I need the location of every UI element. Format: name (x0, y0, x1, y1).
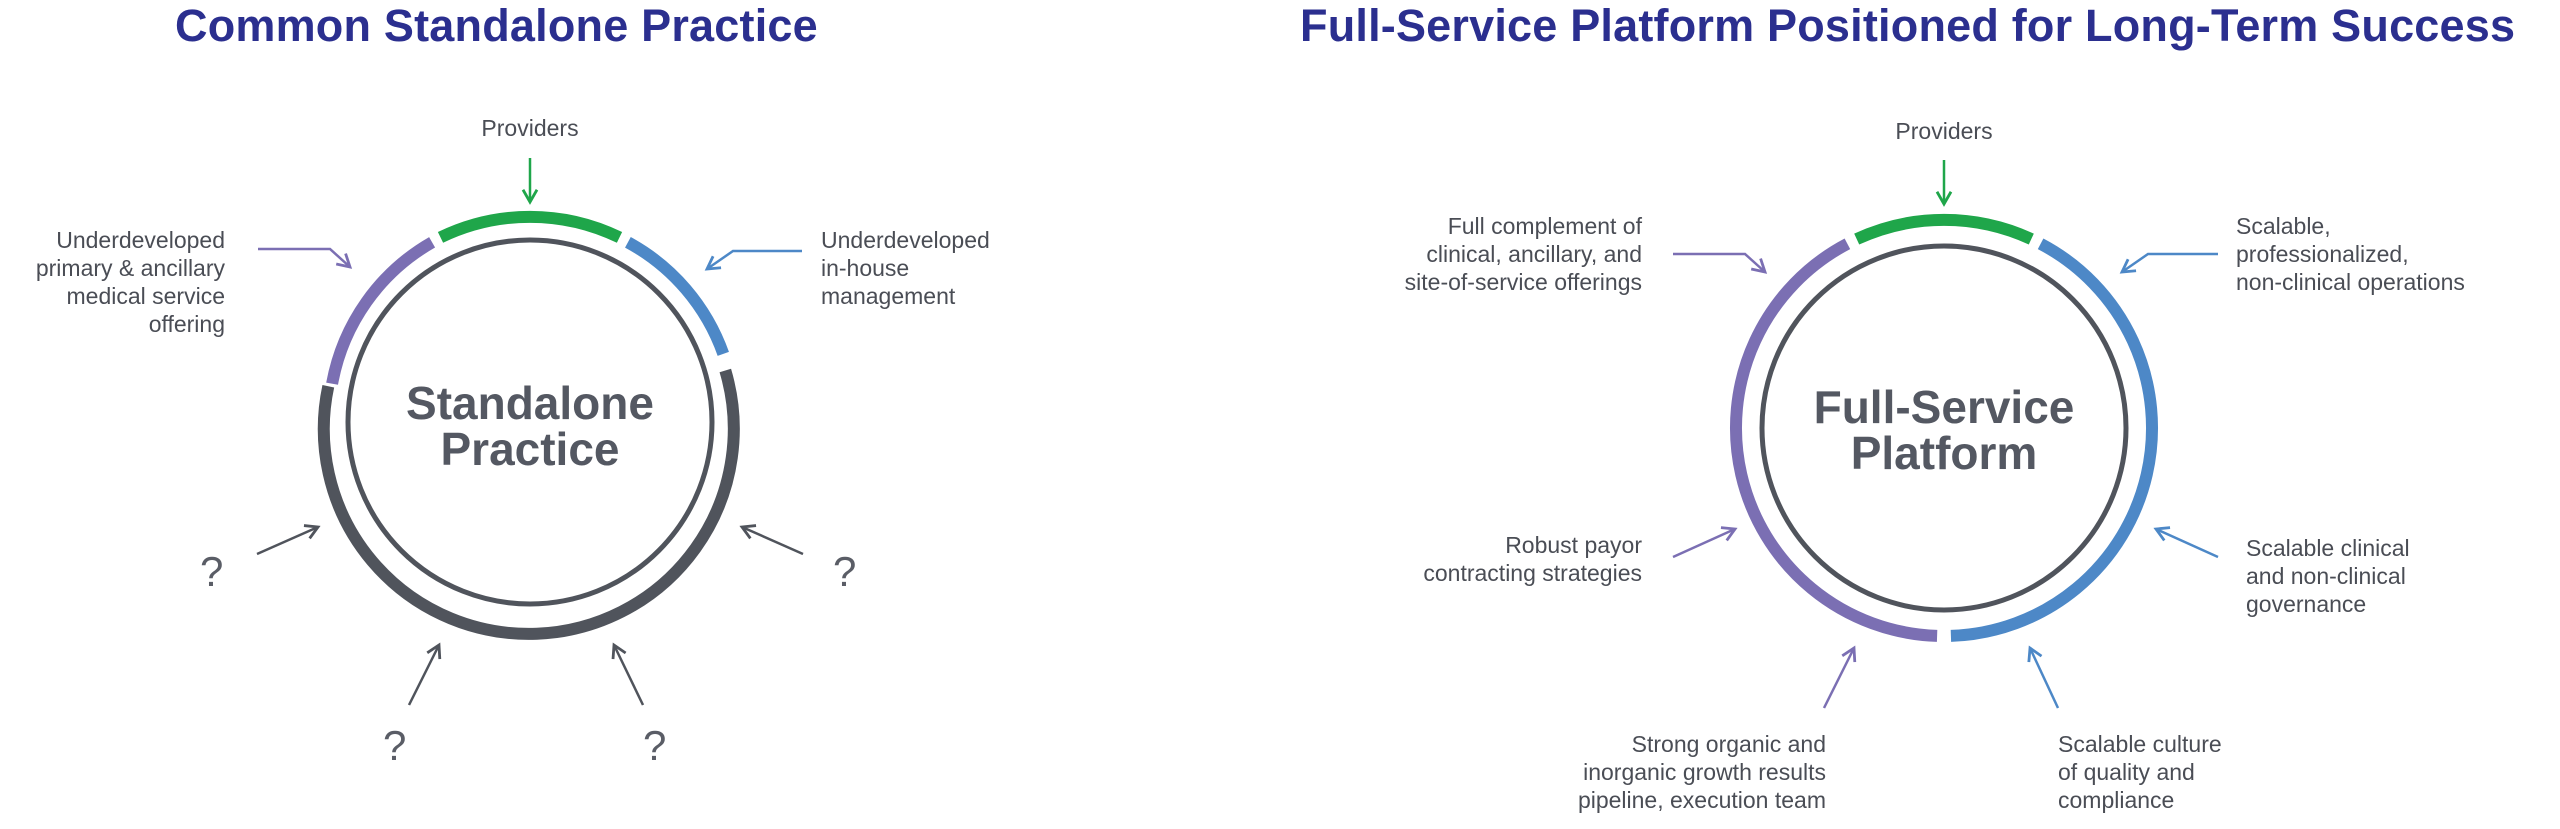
right-inner-circle (1759, 243, 2129, 613)
right-operations-label: Scalable, professionalized, non-clinical… (2236, 213, 2465, 295)
left-unknown-mark-2: ? (833, 548, 857, 595)
left-unknown-mark-3: ? (383, 722, 407, 769)
right-center-label: Full-Service Platform (1813, 381, 2075, 479)
left-management-arrow (704, 249, 802, 271)
right-providers-label: Providers (1895, 118, 1993, 144)
right-ring-arc-offerings (1729, 238, 1938, 642)
left-providers-label: Providers (481, 115, 579, 141)
right-ring-arc-providers (1854, 213, 2034, 245)
right-operations-arrow (2119, 252, 2218, 274)
left-unknown-arrow-4 (611, 642, 645, 706)
right-quality-label: Scalable culture of quality and complian… (2058, 731, 2222, 813)
left-unknown-arrow-3 (407, 642, 442, 706)
right-ring-arc-operations (1950, 238, 2159, 642)
left-unknown-mark-4: ? (643, 722, 667, 769)
left-ring-arc-medical-services (326, 237, 436, 385)
right-growth-label: Strong organic and inorganic growth resu… (1577, 731, 1826, 813)
left-ring-arc-management (625, 237, 729, 356)
right-governance-arrow (2153, 526, 2219, 559)
left-unknown-mark-1: ? (200, 548, 224, 595)
left-unknown-arrow-2 (739, 524, 804, 556)
left-center-label: Standalone Practice (406, 377, 654, 475)
right-payor-arrow (1672, 526, 1738, 559)
right-quality-arrow (2027, 645, 2060, 709)
right-payor-label: Robust payor contracting strategies (1423, 532, 1642, 586)
right-growth-arrow (1822, 645, 1857, 709)
right-governance-label: Scalable clinical and non-clinical gover… (2246, 535, 2410, 617)
right-diagram-title: Full-Service Platform Positioned for Lon… (1300, 0, 2516, 51)
left-medical-arrow (258, 247, 353, 269)
left-diagram-title: Common Standalone Practice (175, 0, 818, 51)
right-offerings-arrow (1673, 252, 1768, 274)
left-inner-circle (345, 237, 715, 607)
right-offerings-label: Full complement of clinical, ancillary, … (1404, 213, 1642, 295)
left-unknown-arrow-1 (256, 524, 321, 556)
left-management-label: Underdeveloped in-house management (821, 227, 990, 309)
left-ring-arc-providers (437, 210, 623, 243)
left-ring-arc-unknown (317, 368, 740, 640)
left-medical-service-label: Underdeveloped primary & ancillary medic… (35, 227, 225, 337)
